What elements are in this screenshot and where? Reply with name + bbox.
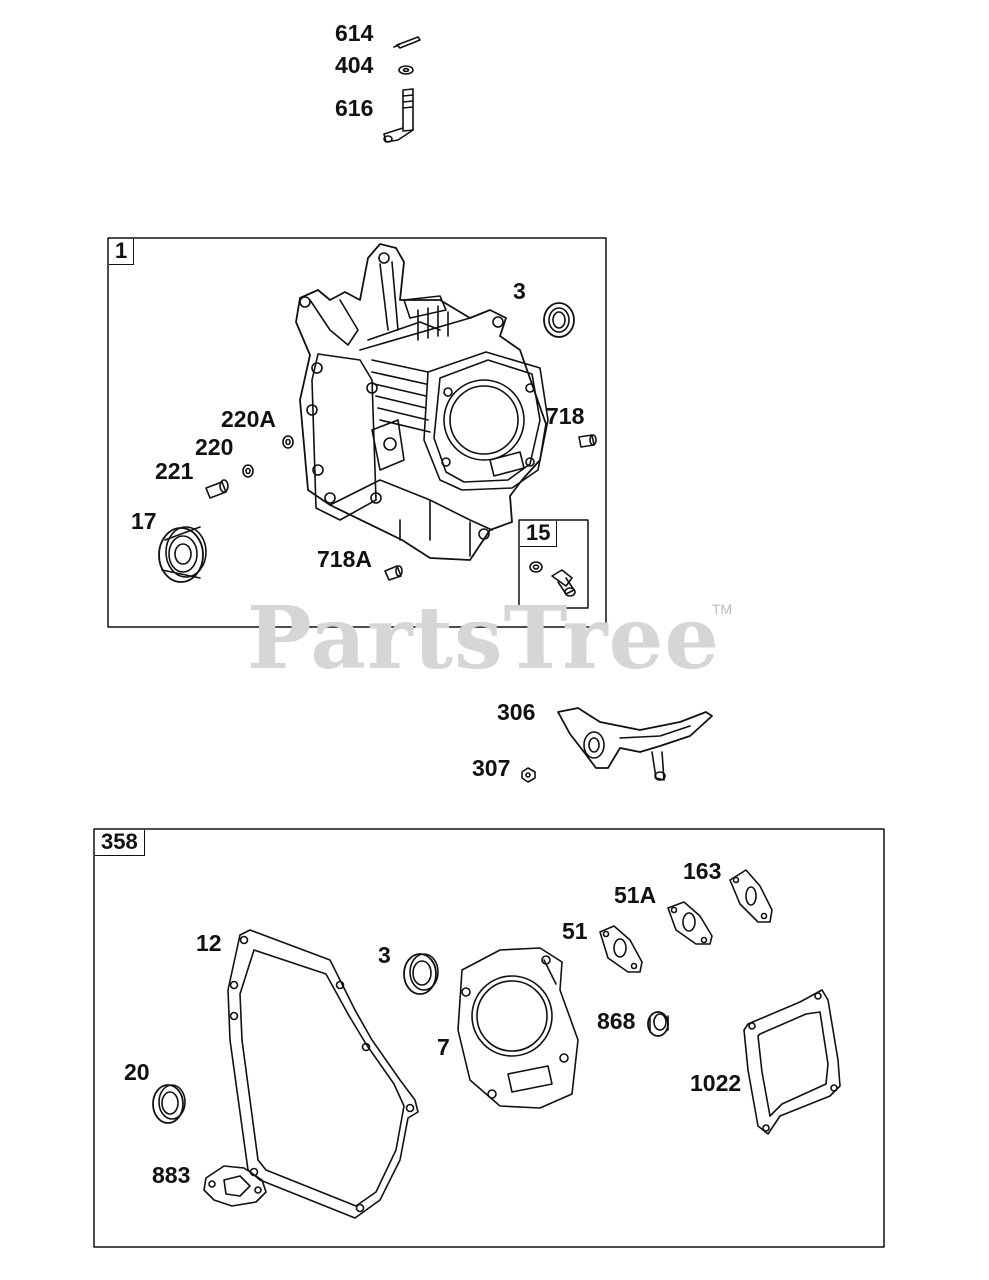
part-3-oil-seal[interactable] (543, 302, 575, 338)
part-616-governor-shaft[interactable] (383, 88, 414, 143)
part-404-washer[interactable] (398, 65, 414, 75)
part-1-engine-block[interactable] (295, 243, 549, 561)
part-306-air-guide[interactable] (557, 707, 713, 781)
callout-221[interactable]: 221 (155, 458, 194, 484)
group-15-label: 15 (520, 521, 558, 547)
part-51-gasket[interactable] (599, 925, 643, 973)
watermark: PartsTree (247, 588, 721, 689)
callout-718A[interactable]: 718A (317, 546, 372, 572)
part-17-ball-bearing[interactable] (158, 526, 207, 583)
callout-614[interactable]: 614 (335, 20, 374, 46)
callout-20[interactable]: 20 (124, 1059, 150, 1085)
callout-1022[interactable]: 1022 (690, 1070, 742, 1096)
callout-404[interactable]: 404 (335, 52, 374, 78)
part-20-oil-seal[interactable] (152, 1084, 186, 1124)
part-221-pin[interactable] (205, 479, 229, 499)
part-718A-dowel-pin[interactable] (384, 565, 403, 581)
group-15-frame (518, 519, 589, 609)
part-12-crankcase-gasket[interactable] (227, 929, 419, 1219)
part-220-washer[interactable] (242, 464, 254, 478)
callout-3-kit[interactable]: 3 (378, 942, 391, 968)
part-3-oil-seal-kit[interactable] (403, 953, 439, 995)
callout-883[interactable]: 883 (152, 1162, 191, 1188)
group-1-label: 1 (109, 239, 135, 265)
callout-868[interactable]: 868 (597, 1008, 636, 1034)
part-718-dowel-pin[interactable] (578, 434, 597, 448)
group-1-frame (107, 237, 607, 628)
part-1022-rocker-cover-gasket[interactable] (743, 989, 841, 1135)
part-7-head-gasket[interactable] (457, 947, 579, 1109)
part-307-screw[interactable] (521, 767, 536, 783)
callout-12[interactable]: 12 (196, 930, 222, 956)
group-358-frame (93, 828, 885, 1248)
callout-616[interactable]: 616 (335, 95, 374, 121)
callout-7[interactable]: 7 (437, 1034, 450, 1060)
callout-718[interactable]: 718 (546, 403, 585, 429)
part-868-valve-seal[interactable] (647, 1011, 669, 1037)
callout-51A[interactable]: 51A (614, 882, 657, 908)
group-358-label: 358 (95, 830, 145, 856)
callout-3[interactable]: 3 (513, 278, 526, 304)
part-883-gasket[interactable] (203, 1165, 267, 1207)
callout-307[interactable]: 307 (472, 755, 511, 781)
callout-51[interactable]: 51 (562, 918, 588, 944)
part-51A-gasket[interactable] (667, 901, 713, 945)
part-15-drain-plug[interactable] (529, 561, 576, 597)
callout-220A[interactable]: 220A (221, 406, 276, 432)
watermark-tm: TM (712, 601, 733, 617)
part-163-gasket[interactable] (729, 869, 773, 923)
callout-306[interactable]: 306 (497, 699, 536, 725)
callout-163[interactable]: 163 (683, 858, 722, 884)
callout-220[interactable]: 220 (195, 434, 234, 460)
part-220A-washer[interactable] (282, 435, 294, 449)
part-614-cotter-pin[interactable] (393, 36, 421, 49)
callout-17[interactable]: 17 (131, 508, 157, 534)
